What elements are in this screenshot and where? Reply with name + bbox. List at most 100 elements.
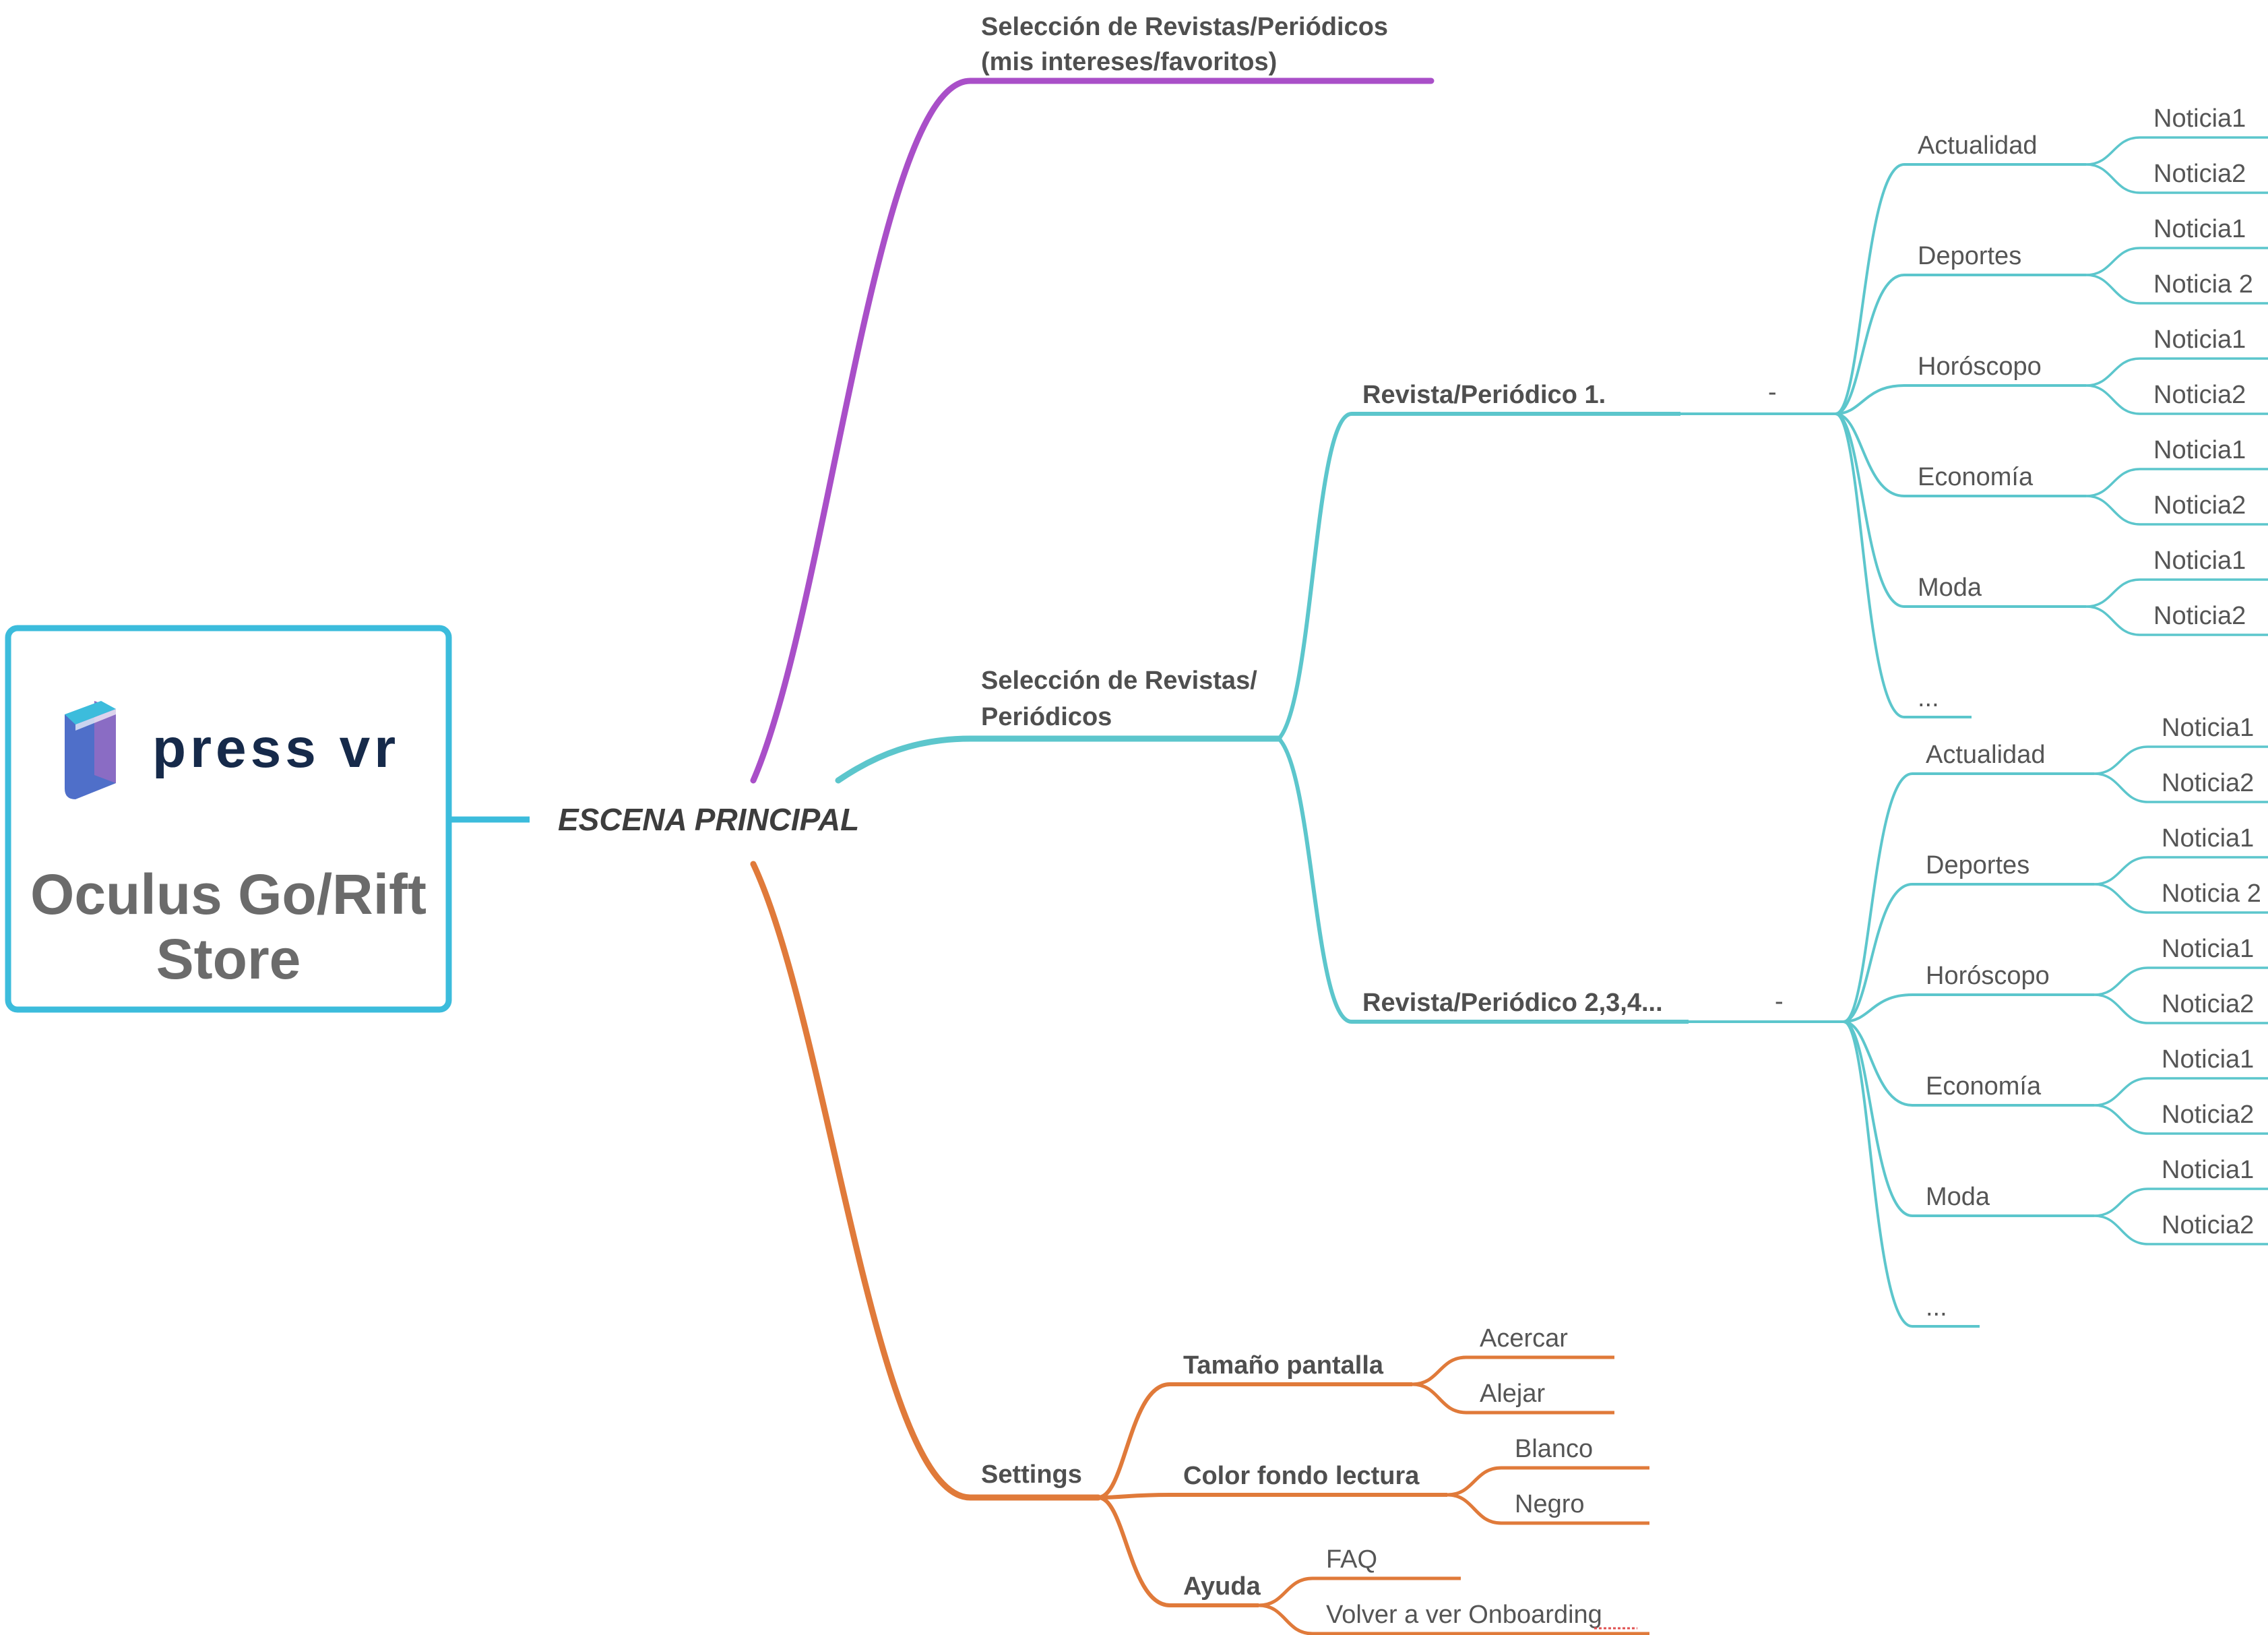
leaf-link (2093, 966, 2268, 996)
leaf-noticia1[interactable]: Noticia1 (2162, 1045, 2254, 1074)
logo-text: press vr (152, 718, 400, 779)
settings-leaf-link (1412, 1355, 1614, 1386)
settings-leaf-acercar[interactable]: Acercar (1480, 1324, 1568, 1353)
section-actualidad[interactable]: Actualidad (1926, 741, 2045, 769)
leaf-link (2093, 1104, 2268, 1135)
branch-favoritos-line-1[interactable]: Selección de Revistas/Periódicos (981, 13, 1388, 41)
section-link (1835, 412, 1972, 718)
section-actualidad[interactable]: Actualidad (1918, 131, 2037, 160)
section-deportes[interactable]: Deportes (1918, 242, 2021, 270)
branch-line-settings (750, 861, 1102, 1501)
section-horoscopo[interactable]: Horóscopo (1926, 962, 2050, 990)
card-title-line-1: Oculus Go/Rift (30, 863, 427, 926)
leaf-link (2093, 772, 2268, 803)
leaf-link (2085, 274, 2268, 305)
leaf-link (2085, 495, 2268, 526)
leaf-noticia1[interactable]: Noticia1 (2153, 547, 2246, 575)
leaf-noticia2[interactable]: Noticia2 (2162, 1101, 2254, 1129)
leaf-noticia1[interactable]: Noticia1 (2153, 326, 2246, 354)
leaf-link (2085, 384, 2268, 415)
branch-line-seleccion (835, 735, 1282, 784)
leaf-link (2093, 1214, 2268, 1245)
section-link (1835, 384, 2086, 415)
leaf-noticia2[interactable]: Noticia2 (2153, 160, 2246, 188)
settings-link (1098, 1495, 1259, 1607)
section-economia[interactable]: Economía (1918, 463, 2034, 491)
settings-color-fondo-lectura[interactable]: Color fondo lectura (1183, 1462, 1420, 1490)
leaf-noticia-2[interactable]: Noticia 2 (2153, 270, 2253, 299)
section-horoscopo[interactable]: Horóscopo (1918, 352, 2042, 381)
settings-link (1098, 1493, 1447, 1500)
leaf-noticia2[interactable]: Noticia2 (2153, 381, 2246, 409)
leaf-noticia1[interactable]: Noticia1 (2162, 1156, 2254, 1184)
leaf-link (2093, 883, 2268, 914)
section-moda[interactable]: Moda (1926, 1183, 1990, 1211)
leaf-link (2085, 605, 2268, 636)
leaf-link (2085, 247, 2268, 276)
section-link (1843, 772, 2094, 1023)
leaf-noticia1[interactable]: Noticia1 (2162, 935, 2254, 963)
leaf-noticia2[interactable]: Noticia2 (2162, 769, 2254, 797)
card-title-line-2: Store (156, 927, 301, 991)
section-more[interactable]: ... (1918, 684, 1939, 712)
leaf-noticia2[interactable]: Noticia2 (2153, 602, 2246, 630)
book-logo-icon (65, 701, 116, 799)
leaf-link (2085, 136, 2268, 166)
leaf-link (2093, 993, 2268, 1024)
branch-seleccion-line-2[interactable]: Periódicos (981, 703, 1112, 731)
settings-leaf-alejar[interactable]: Alejar (1480, 1380, 1545, 1408)
revista-2-connector-dash: - (1775, 987, 1784, 1016)
settings-link (1098, 1382, 1412, 1500)
leaf-link (2093, 856, 2268, 886)
settings-leaf-link (1447, 1493, 1649, 1525)
leaf-noticia2[interactable]: Noticia2 (2162, 990, 2254, 1018)
leaf-noticia2[interactable]: Noticia2 (2162, 1211, 2254, 1239)
settings-ayuda[interactable]: Ayuda (1183, 1572, 1261, 1601)
root-topic[interactable]: ESCENA PRINCIPAL (558, 802, 859, 837)
section-moda[interactable]: Moda (1918, 574, 1982, 602)
section-link (1835, 274, 2086, 415)
section-economia[interactable]: Economía (1926, 1072, 2042, 1101)
leaf-noticia2[interactable]: Noticia2 (2153, 491, 2246, 520)
revista-1-connector-dash: - (1768, 378, 1777, 406)
revista-2-sections: ActualidadNoticia1Noticia2DeportesNotici… (1843, 714, 2268, 1328)
leaf-noticia1[interactable]: Noticia1 (2153, 215, 2246, 243)
revista-1-sections: ActualidadNoticia1Noticia2DeportesNotici… (1835, 104, 2268, 718)
leaf-noticia1[interactable]: Noticia1 (2153, 436, 2246, 464)
leaf-noticia1[interactable]: Noticia1 (2153, 104, 2246, 133)
leaf-link (2093, 745, 2268, 775)
branch-favoritos-line-2[interactable]: (mis intereses/favoritos) (981, 48, 1277, 76)
settings-leaf-link (1258, 1603, 1649, 1635)
leaf-noticia1[interactable]: Noticia1 (2162, 714, 2254, 742)
app-card: press vr Oculus Go/Rift Store (5, 625, 452, 1013)
branch-settings[interactable]: Settings (981, 1460, 1082, 1489)
settings-leaf-link (1412, 1382, 1614, 1415)
revista-1-link (1277, 412, 1680, 741)
leaf-link (2085, 578, 2268, 608)
settings-leaf-blanco[interactable]: Blanco (1515, 1435, 1593, 1463)
leaf-link (2085, 468, 2268, 497)
section-link (1843, 993, 2094, 1023)
settings-leaf-link (1258, 1576, 1461, 1607)
revista-1-label[interactable]: Revista/Periódico 1. (1362, 381, 1606, 409)
settings-leaf-volver-a-ver-onboarding[interactable]: Volver a ver Onboarding (1326, 1601, 1602, 1629)
settings-leaf-negro[interactable]: Negro (1515, 1490, 1585, 1518)
branch-seleccion-line-1[interactable]: Selección de Revistas/ (981, 667, 1257, 695)
section-link (1835, 412, 2086, 497)
leaf-link (2085, 357, 2268, 387)
settings-tamano-pantalla[interactable]: Tamaño pantalla (1183, 1351, 1384, 1380)
settings-leaf-faq[interactable]: FAQ (1326, 1545, 1377, 1574)
revista-2-label[interactable]: Revista/Periódico 2,3,4... (1362, 989, 1663, 1017)
section-link (1843, 1020, 1980, 1328)
leaf-noticia1[interactable]: Noticia1 (2162, 824, 2254, 853)
section-more[interactable]: ... (1926, 1293, 1947, 1322)
section-link (1843, 1020, 2094, 1217)
branch-line-favoritos (750, 78, 1435, 784)
section-deportes[interactable]: Deportes (1926, 851, 2029, 880)
section-link (1835, 163, 2086, 415)
revista-2-link (1277, 737, 1689, 1024)
leaf-link (2093, 1187, 2268, 1217)
leaf-noticia-2[interactable]: Noticia 2 (2162, 880, 2261, 908)
